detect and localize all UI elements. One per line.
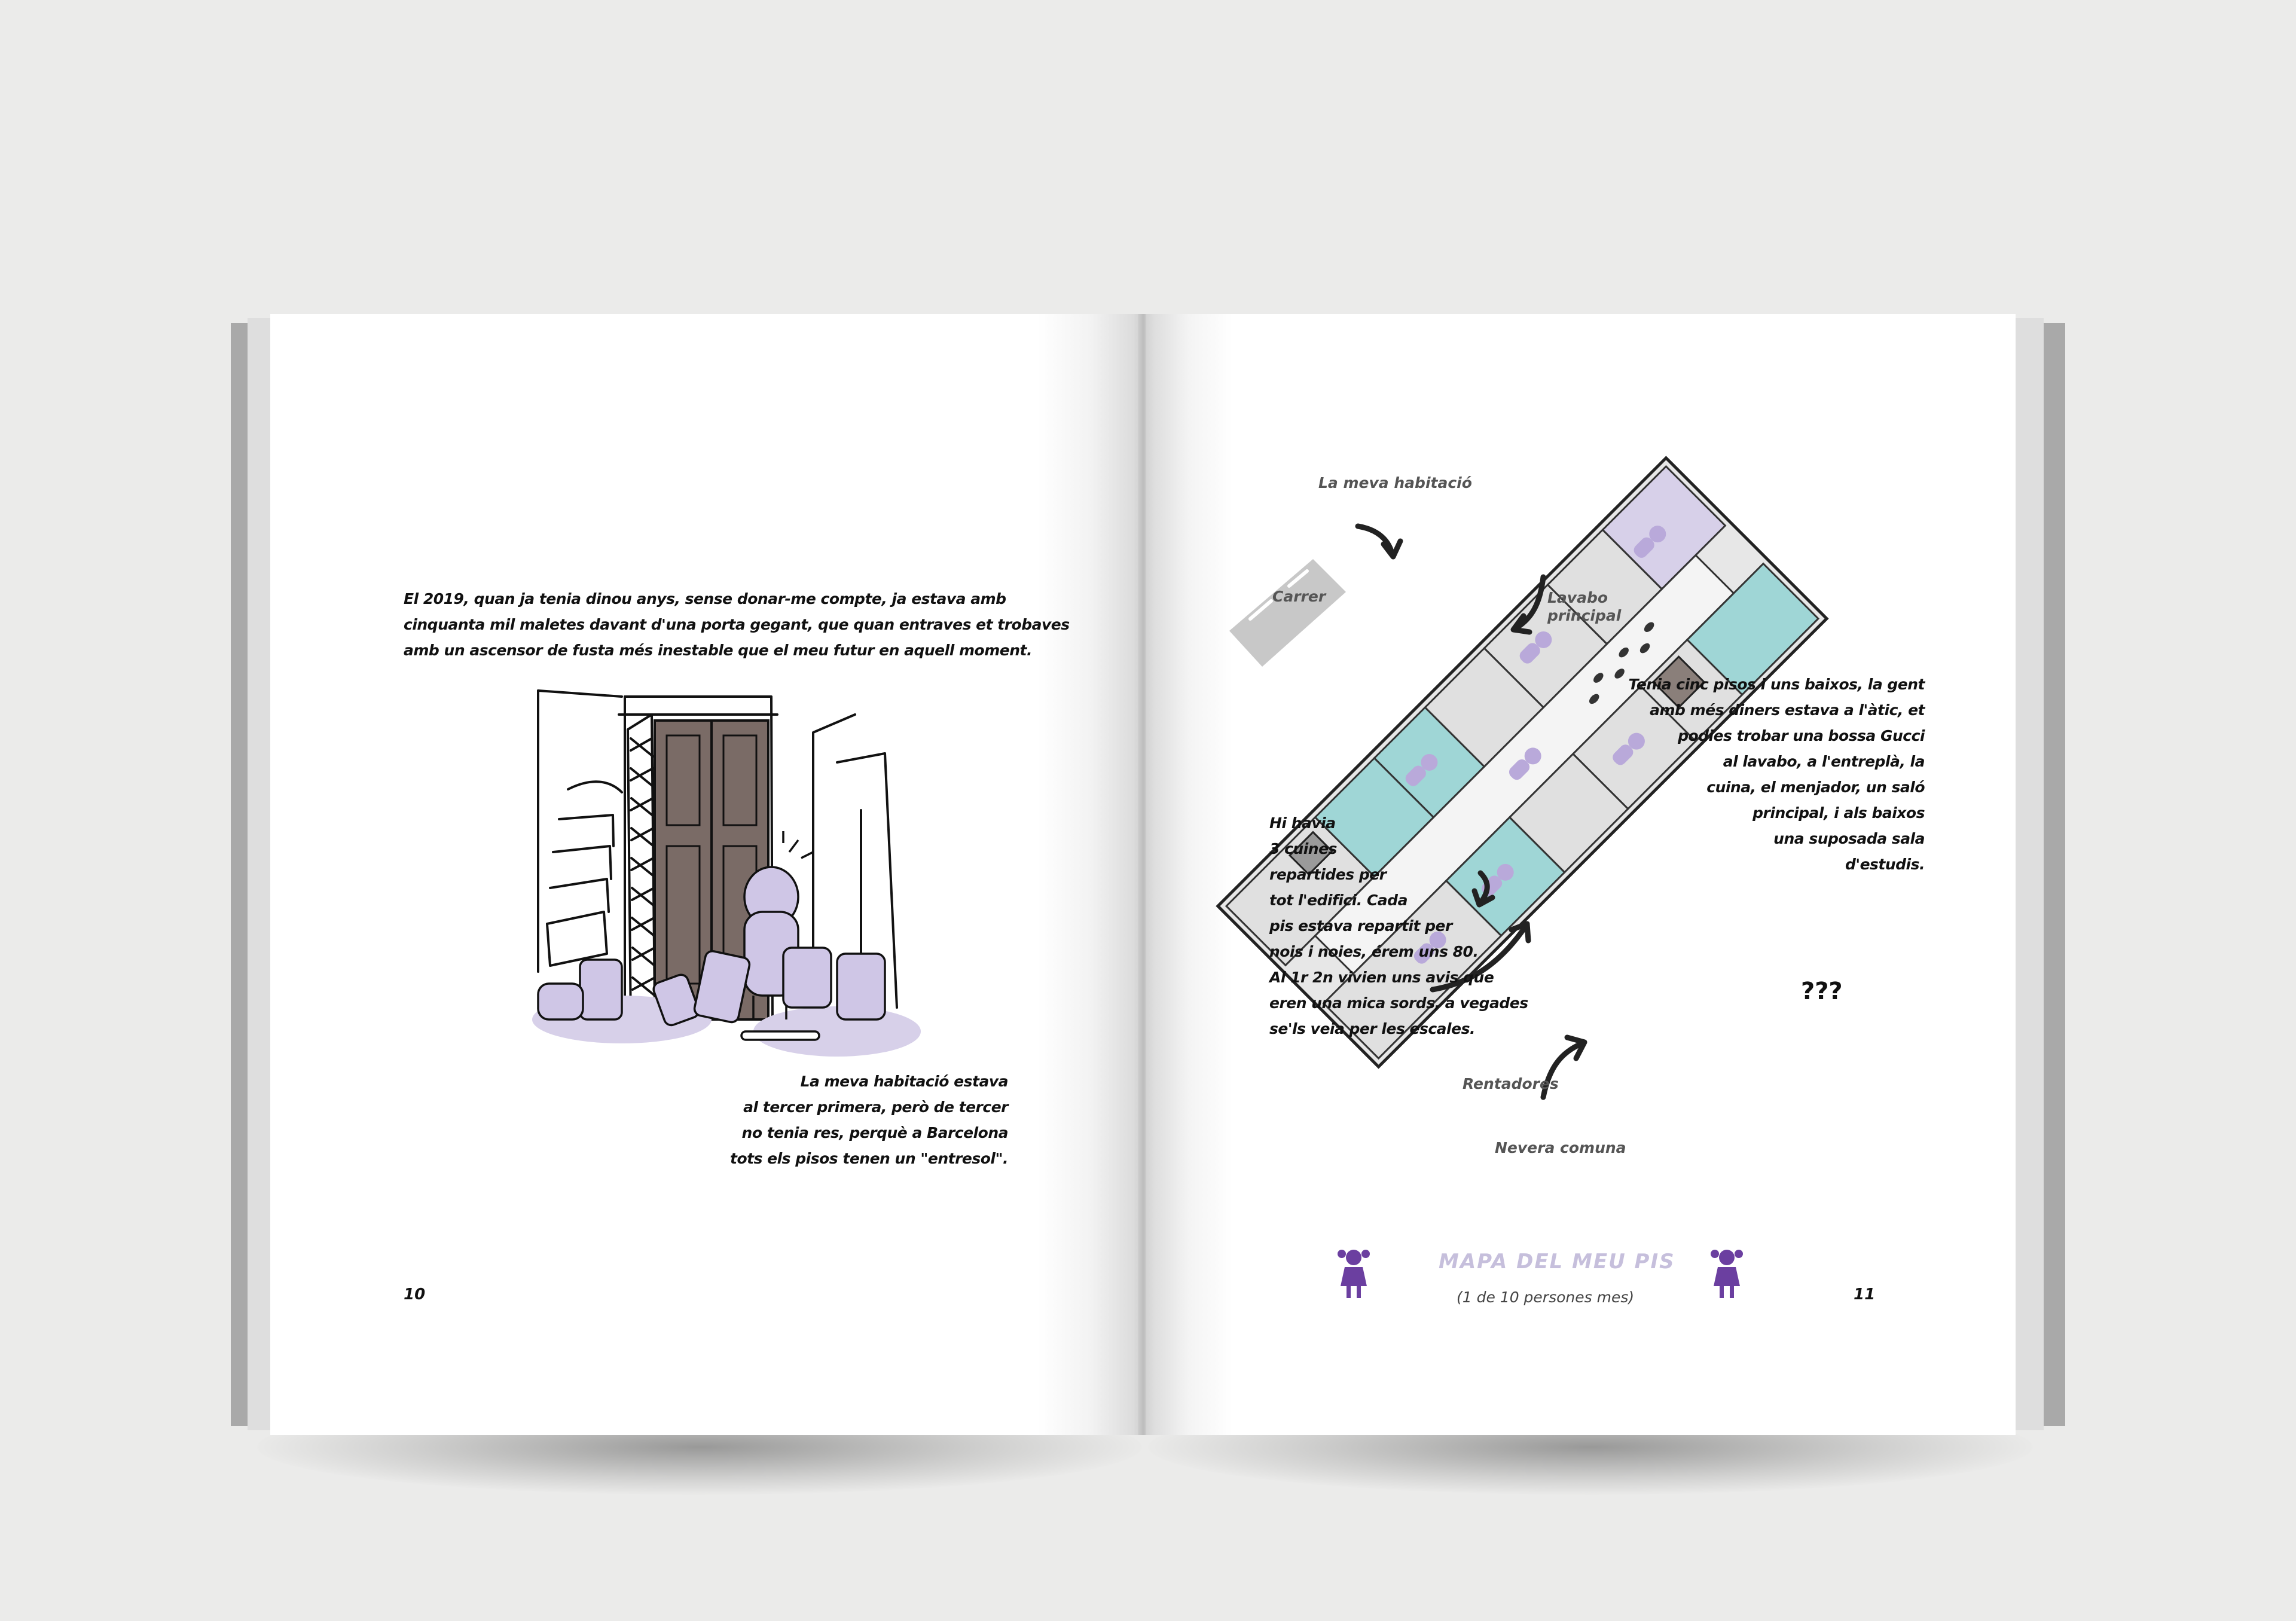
kitchens-line: nois i noies, érem uns 80. — [1269, 943, 1479, 960]
floors-line: cuina, el menjador, un saló — [1706, 779, 1925, 796]
floors-line: amb més diners estava a l'àtic, et — [1650, 701, 1925, 719]
kitchens-paragraph: Hi havia 3 cuines repartides per tot l'e… — [1269, 810, 1528, 1042]
room-line: tots els pisos tenen un "entresol". — [730, 1150, 1009, 1167]
right-page: La meva habitació Carrer Lavabo principa… — [1146, 314, 2016, 1435]
right-page-stack-edge — [2044, 323, 2065, 1426]
room-paragraph: La meva habitació estava al tercer prime… — [730, 1069, 1009, 1171]
kitchens-line: pis estava repartit per — [1269, 917, 1452, 935]
map-title: MAPA DEL MEU PIS — [1439, 1250, 1675, 1274]
intro-line: cinquanta mil maletes davant d'una porta… — [404, 616, 1070, 633]
kitchens-line: Hi havia — [1269, 814, 1336, 832]
floors-line: al lavabo, a l'entreplà, la — [1723, 753, 1925, 770]
kitchens-line: Al 1r 2n vivien uns avis que — [1269, 969, 1494, 986]
kitchens-line: tot l'edifici. Cada — [1269, 892, 1407, 909]
floors-line: una suposada sala — [1773, 830, 1925, 847]
intro-line: amb un ascensor de fusta més inestable q… — [404, 642, 1032, 659]
stairwell — [1652, 655, 1706, 709]
floors-paragraph: Tenia cinc pisos i uns baixos, la gent a… — [1629, 671, 1925, 877]
floor-plan-map — [1216, 456, 1829, 1100]
fridge-box — [1288, 831, 1333, 876]
label-fridge: Nevera comuna — [1495, 1139, 1626, 1156]
girl-icon-left — [1338, 1250, 1370, 1298]
right-page-stack-edge-inner — [2016, 318, 2044, 1430]
kitchens-line: repartides per — [1269, 866, 1387, 883]
left-page-stack-edge-inner — [248, 318, 270, 1430]
arrow-entrance — [1540, 1040, 1585, 1100]
girl-icon-right — [1711, 1250, 1743, 1298]
floors-line: podies trobar una bossa Gucci — [1678, 727, 1925, 744]
kitchens-line: eren una mica sords, a vegades — [1269, 994, 1528, 1012]
arrow-bathroom — [1513, 574, 1546, 631]
label-my-room: La meva habitació — [1318, 474, 1472, 492]
label-unknown: ??? — [1801, 978, 1843, 1005]
kitchens-line: se'ls veia per les escales. — [1269, 1020, 1475, 1037]
left-page: El 2019, quan ja tenia dinou anys, sense… — [270, 314, 1142, 1435]
label-bathroom-1: Lavabo — [1547, 589, 1608, 606]
map-subtitle: (1 de 10 persones mes) — [1457, 1289, 1635, 1306]
label-street: Carrer — [1272, 588, 1326, 605]
page-number-right: 11 — [1854, 1286, 1876, 1303]
label-dryers: Rentadores — [1463, 1075, 1559, 1092]
label-bathroom-2: principal — [1547, 607, 1622, 624]
room-line: La meva habitació estava — [800, 1073, 1009, 1090]
floors-line: d'estudis. — [1845, 856, 1925, 873]
floors-line: Tenia cinc pisos i uns baixos, la gent — [1628, 676, 1925, 693]
page-number-left: 10 — [404, 1286, 426, 1303]
intro-line: El 2019, quan ja tenia dinou anys, sense… — [404, 590, 1006, 608]
left-page-stack-edge — [231, 323, 248, 1426]
room-line: al tercer primera, però de tercer — [743, 1098, 1008, 1116]
floors-line: principal, i als baixos — [1752, 804, 1925, 822]
intro-paragraph: El 2019, quan ja tenia dinou anys, sense… — [404, 586, 1070, 663]
kitchens-line: 3 cuines — [1269, 840, 1337, 857]
street-shape — [1229, 559, 1346, 667]
doorway-illustration — [532, 689, 921, 1057]
arrow-fridge — [1430, 924, 1528, 993]
room-line: no tenia res, perquè a Barcelona — [741, 1124, 1009, 1141]
